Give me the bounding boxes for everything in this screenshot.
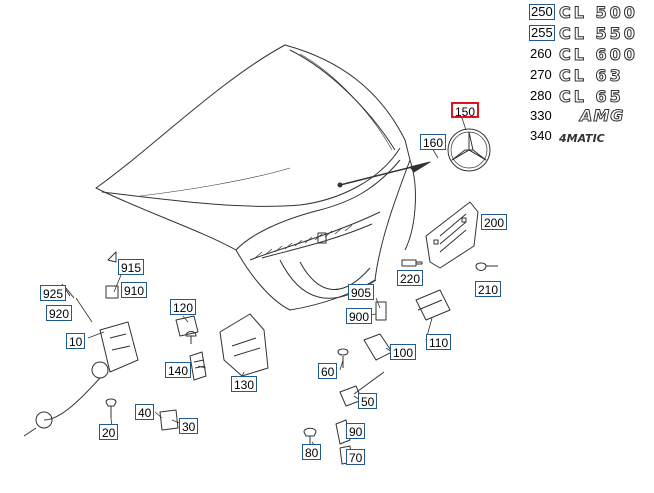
callout-900[interactable]: 900 [346, 308, 373, 324]
callout-70[interactable]: 70 [346, 449, 366, 465]
legend-number-270: 270 [530, 67, 552, 82]
callout-120[interactable]: 120 [170, 299, 197, 315]
callout-140[interactable]: 140 [165, 362, 192, 378]
callout-90[interactable]: 90 [346, 423, 366, 439]
handle-parts-drawing [159, 313, 269, 431]
callout-110[interactable]: 110 [426, 334, 452, 350]
legend-number-255[interactable]: 255 [529, 25, 555, 41]
callout-50[interactable]: 50 [358, 393, 378, 409]
plate-bracket-drawing [425, 201, 479, 269]
legend-model-cl63: CL 63 [559, 66, 624, 85]
trunk-lid-drawing [95, 44, 431, 311]
legend-number-250[interactable]: 250 [529, 4, 555, 20]
lock-actuator-drawing [23, 251, 139, 437]
callout-925[interactable]: 925 [40, 285, 67, 301]
callout-160[interactable]: 160 [420, 134, 447, 150]
callout-80[interactable]: 80 [302, 444, 322, 460]
callout-40[interactable]: 40 [135, 404, 155, 420]
legend-number-340: 340 [530, 128, 552, 143]
legend-number-330: 330 [530, 108, 552, 123]
legend-number-280: 280 [530, 88, 552, 103]
callout-150[interactable]: 150 [451, 102, 480, 119]
legend-model-cl550: CL 550 [559, 24, 638, 43]
callout-30[interactable]: 30 [179, 418, 199, 434]
star-emblem-drawing [447, 128, 491, 172]
callout-915[interactable]: 915 [118, 259, 145, 275]
legend-number-260: 260 [530, 46, 552, 61]
legend-model-4matic: 4MATIC [559, 132, 605, 145]
callout-10[interactable]: 10 [66, 333, 86, 349]
legend-model-cl500: CL 500 [559, 3, 638, 22]
callout-130[interactable]: 130 [231, 376, 258, 392]
legend-model-cl600: CL 600 [559, 45, 638, 64]
callout-905[interactable]: 905 [348, 284, 375, 300]
callout-910[interactable]: 910 [121, 282, 148, 298]
callout-200[interactable]: 200 [481, 214, 508, 230]
callout-100[interactable]: 100 [390, 344, 417, 360]
callout-20[interactable]: 20 [99, 424, 119, 440]
legend-model-amg: AMG [579, 106, 625, 125]
callout-60[interactable]: 60 [318, 363, 338, 379]
callout-210[interactable]: 210 [475, 281, 502, 297]
callout-220[interactable]: 220 [397, 270, 424, 286]
legend-model-cl65: CL 65 [559, 87, 624, 106]
callout-920[interactable]: 920 [46, 305, 73, 321]
screw-drawings [105, 259, 498, 448]
